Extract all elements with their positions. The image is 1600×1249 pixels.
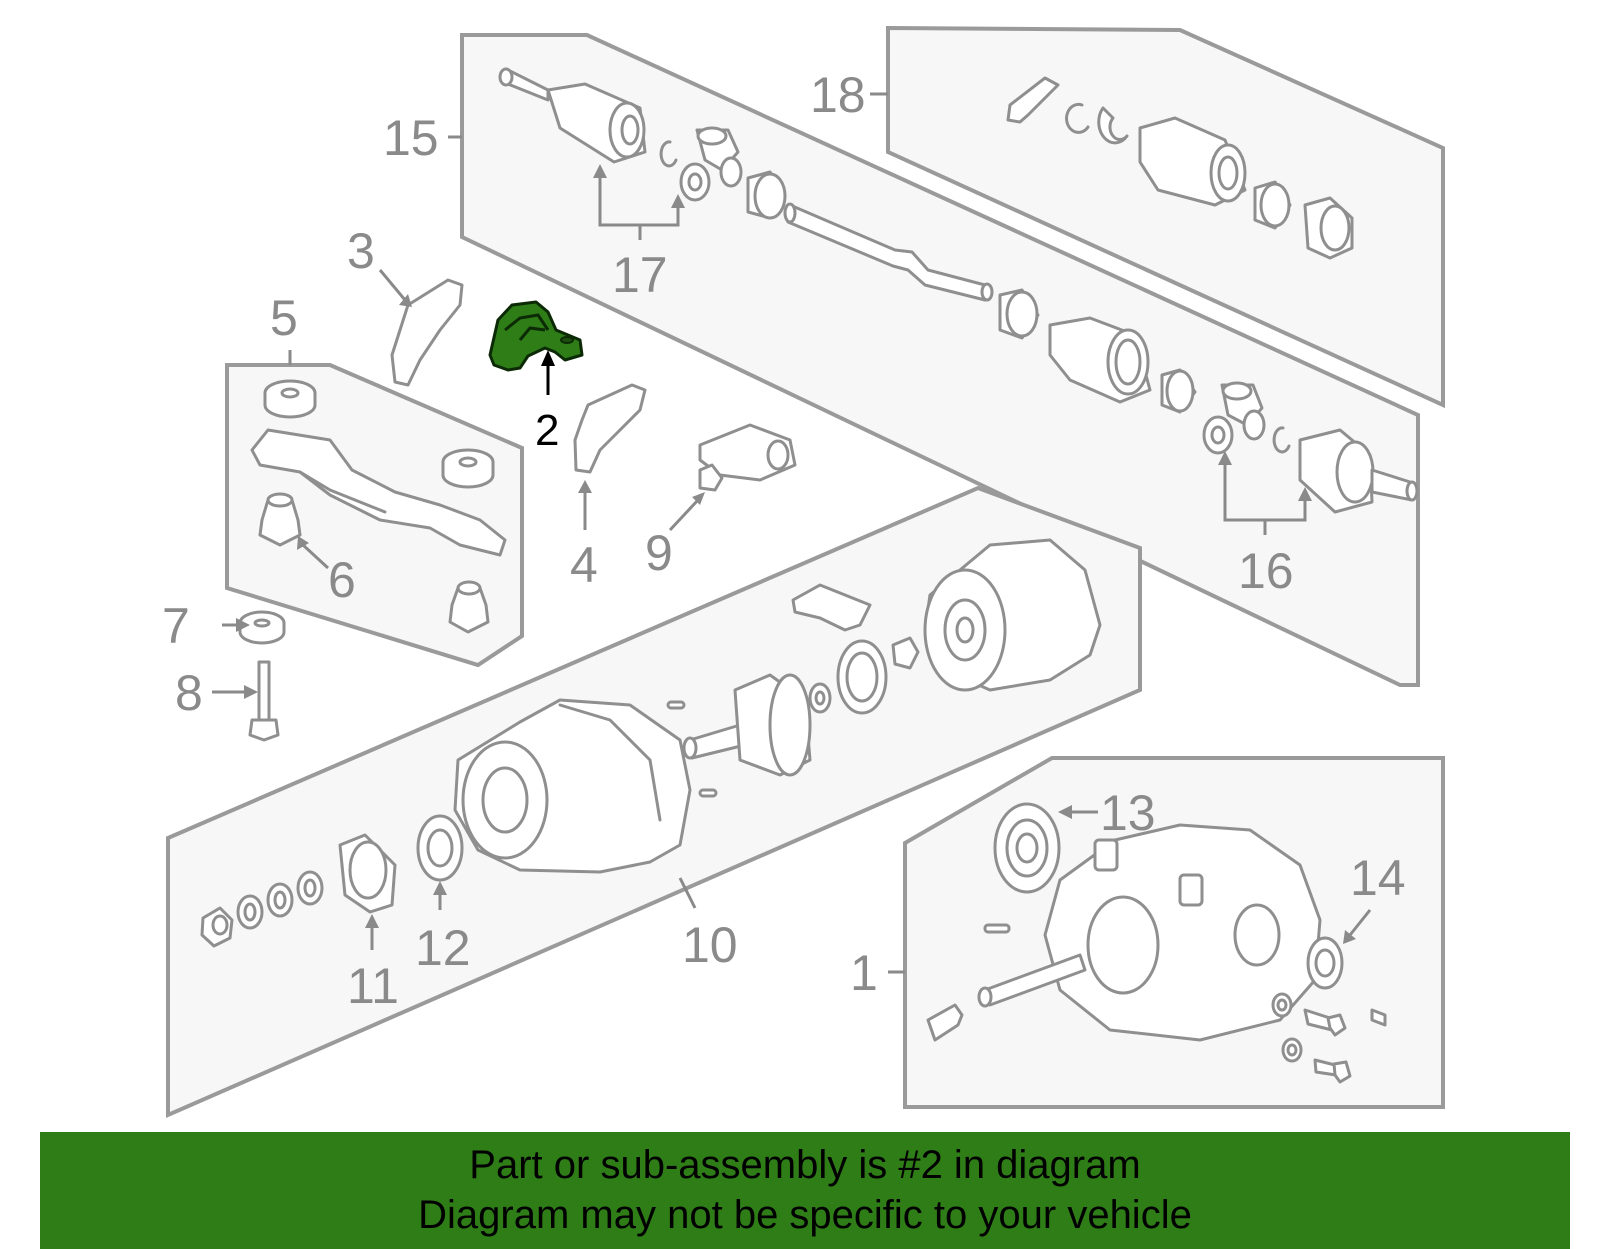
callout-10: 10 bbox=[682, 917, 738, 973]
carrier-parts bbox=[200, 538, 1102, 948]
panel-boot-kit-18 bbox=[886, 25, 1445, 409]
parts-diagram: 15 18 17 16 3 5 2 4 9 6 7 8 10 11 12 13 … bbox=[162, 25, 1445, 1119]
callout-1: 1 bbox=[850, 945, 878, 1001]
info-banner: Part or sub-assembly is #2 in diagram Di… bbox=[40, 1132, 1570, 1249]
callout-5: 5 bbox=[270, 290, 298, 346]
callout-6: 6 bbox=[328, 552, 356, 608]
banner-line-2: Diagram may not be specific to your vehi… bbox=[418, 1193, 1192, 1237]
washer-7 bbox=[238, 610, 286, 645]
callout-15: 15 bbox=[383, 110, 439, 166]
callout-14: 14 bbox=[1350, 850, 1406, 906]
callout-16: 16 bbox=[1238, 543, 1294, 599]
driveshaft-parts bbox=[498, 67, 1419, 514]
callout-9: 9 bbox=[645, 525, 673, 581]
callout-17: 17 bbox=[612, 247, 668, 303]
callout-numbers: 15 18 17 16 3 5 2 4 9 6 7 8 10 11 12 13 … bbox=[162, 67, 1406, 1014]
bracket-4 bbox=[573, 383, 647, 474]
mount-9 bbox=[698, 423, 797, 492]
callout-8: 8 bbox=[175, 665, 203, 721]
callout-12: 12 bbox=[415, 920, 471, 976]
leader-lines bbox=[212, 92, 1372, 974]
callout-13: 13 bbox=[1100, 785, 1156, 841]
callout-7: 7 bbox=[162, 598, 190, 654]
differential-parts bbox=[926, 802, 1387, 1084]
callout-3: 3 bbox=[347, 223, 375, 279]
callout-4: 4 bbox=[570, 537, 598, 593]
callout-18: 18 bbox=[810, 67, 866, 123]
mount-parts bbox=[250, 379, 507, 634]
bolt-8 bbox=[248, 660, 280, 742]
callout-2[interactable]: 2 bbox=[535, 406, 559, 455]
leader-part-2 bbox=[541, 350, 555, 395]
highlighted-part-2[interactable] bbox=[488, 300, 584, 372]
banner-line-1: Part or sub-assembly is #2 in diagram bbox=[469, 1143, 1141, 1187]
callout-11: 11 bbox=[347, 958, 399, 1014]
